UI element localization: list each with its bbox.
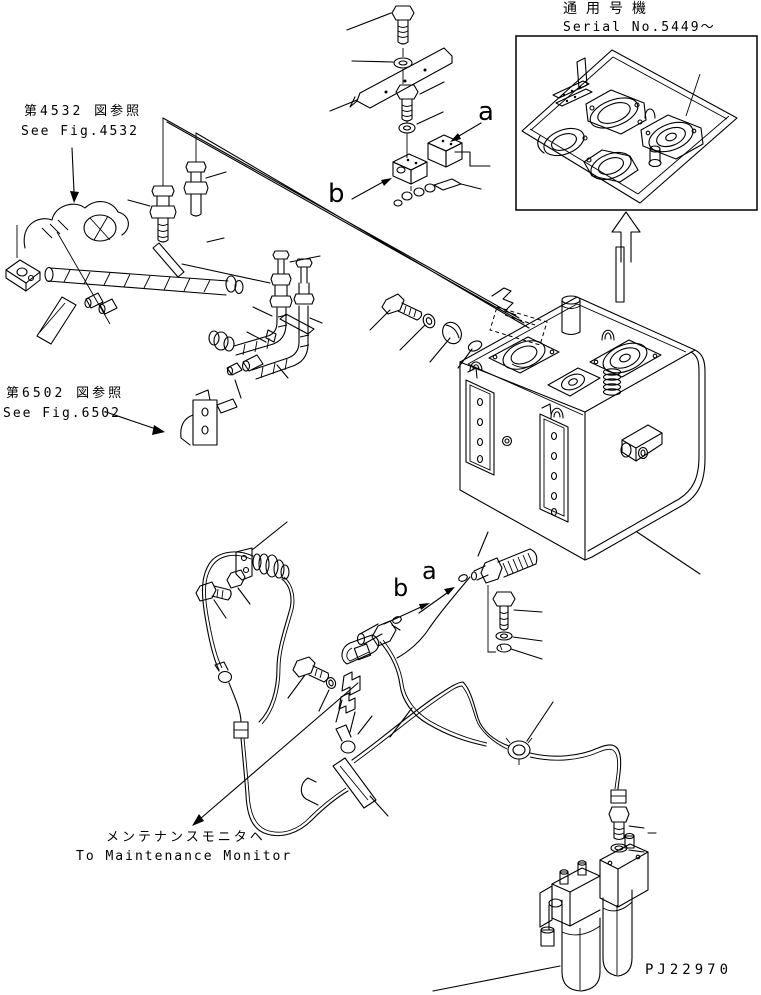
wire-end-sensor (608, 789, 657, 853)
tank-port-left (488, 336, 560, 374)
plug-parts-group (369, 293, 483, 369)
piping-tubes (162, 117, 625, 346)
up-arrow-icon (611, 211, 641, 263)
filter-assembly (432, 832, 649, 992)
elbow-hose-group (181, 250, 323, 399)
sensor-plug-group (383, 531, 543, 660)
bolt-washer-set (487, 585, 543, 660)
mount-rail-2 (539, 403, 569, 523)
sensor-wires (201, 551, 349, 837)
marker-a-top: a (478, 97, 494, 127)
marker-a-bottom: a (422, 557, 437, 585)
valve-block-b (392, 153, 428, 185)
hose-group-fig4532 (5, 147, 244, 345)
fig6502-label-jp: 第6502 図参照 (6, 386, 125, 401)
float-sensor-group (195, 521, 349, 837)
marker-b-bottom-arrow (383, 603, 430, 625)
machine-deck-view (521, 49, 738, 204)
top-mounting-assembly (329, 5, 491, 207)
drawing-number: PJ22970 (645, 962, 733, 978)
monitor-label-en: To Maintenance Monitor (76, 849, 293, 864)
monitor-label-jp: メンテナンスモニタヘ (106, 830, 266, 845)
grommet (505, 701, 554, 765)
serial-label-en: Serial No.5449～ (563, 20, 716, 35)
fig6502-label-en: See Fig.6502 (3, 406, 121, 421)
harness-clip-group (287, 576, 488, 747)
braided-hose-horizontal (44, 266, 244, 296)
marker-b-top: b (328, 179, 345, 209)
filter-cartridges (561, 889, 633, 992)
tank-spout (620, 424, 663, 462)
fig4532-arrow (70, 147, 79, 203)
marker-b-top-arrow (351, 178, 392, 200)
marker-b-bottom: b (393, 574, 409, 602)
vertical-fittings (127, 161, 227, 243)
fig4532-label-en: See Fig.4532 (21, 124, 139, 139)
monitor-arrow (192, 682, 359, 826)
fig6502-arrow (105, 411, 165, 435)
marker-a-top-arrow (450, 122, 482, 142)
hydraulic-tank (459, 295, 706, 575)
breather-cylinder (561, 295, 581, 336)
serial-label-jp: 通用号機 (563, 1, 655, 17)
mount-rail-1 (465, 367, 495, 476)
valve-block-a (427, 134, 463, 168)
tank-port-right (589, 339, 662, 396)
fig4532-label-jp: 第4532 図参照 (24, 104, 143, 119)
bracket-fig6502 (105, 389, 238, 446)
fitting-chain (393, 178, 482, 207)
marker-a-bottom-arrow (418, 587, 455, 614)
serial-inset-box (515, 35, 758, 263)
